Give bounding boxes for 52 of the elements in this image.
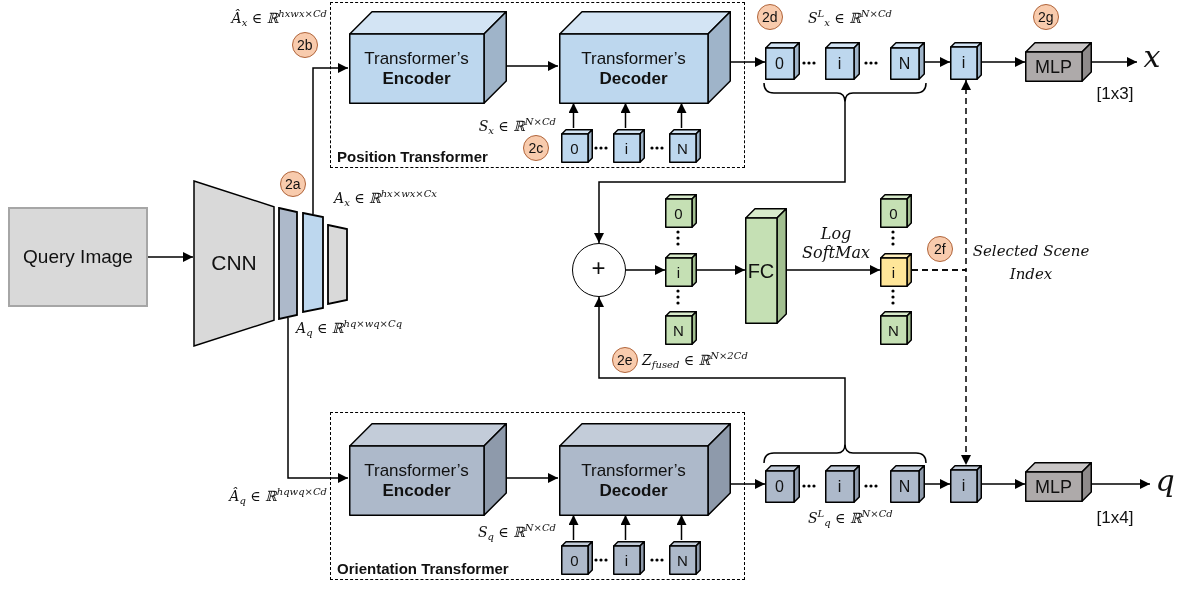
arrow xyxy=(568,102,579,129)
output-symbol: x xyxy=(1137,36,1167,78)
math-label: S$^{L}$$_{x}$ ∈ ℝ$^{N×Cd}$ xyxy=(808,8,892,30)
arrow xyxy=(696,265,746,275)
group-title: Position Transformer xyxy=(337,148,488,165)
arrow xyxy=(312,63,349,215)
arrow xyxy=(676,514,687,541)
arrow xyxy=(568,514,579,541)
arrow xyxy=(981,479,1026,489)
math-label: Z$_{fused}$ ∈ ℝ$^{N×2Cd}$ xyxy=(642,350,748,372)
feature-layer xyxy=(302,212,324,313)
math-label: A$_{x}$ ∈ ℝ$^{hx×wx×Cx}$ xyxy=(334,188,437,210)
math-label: S$_{q}$ ∈ ℝ$^{N×Cd}$ xyxy=(477,522,556,544)
step-badge: 2e xyxy=(612,347,638,373)
arrow xyxy=(620,102,631,129)
step-badge: 2f xyxy=(927,236,953,262)
step-badge: 2g xyxy=(1033,4,1059,30)
step-badge: 2d xyxy=(757,4,783,30)
math-label: S$^{L}$$_{q}$ ∈ ℝ$^{N×Cd}$ xyxy=(808,508,893,530)
arrow xyxy=(620,514,631,541)
sum-node: + xyxy=(572,243,626,297)
arrow xyxy=(924,57,951,67)
arrow xyxy=(911,269,971,466)
image-box: Query Image xyxy=(8,207,148,307)
annotation: Selected Scene Index xyxy=(972,241,1090,285)
feature-layer xyxy=(327,224,348,305)
curly-brace xyxy=(763,82,927,102)
group-frame xyxy=(330,2,745,168)
group-title: Orientation Transformer xyxy=(337,560,509,577)
curly-brace xyxy=(763,444,927,464)
arrow xyxy=(981,57,1026,67)
arrow xyxy=(924,479,951,489)
math-label: A$_{q}$ ∈ ℝ$^{hq×wq×Cq}$ xyxy=(296,318,403,340)
math-label: Â$_{q}$ ∈ ℝ$^{hqwq×Cd}$ xyxy=(229,486,327,508)
math-label: Â$_{x}$ ∈ ℝ$^{hxwx×Cd}$ xyxy=(231,8,327,30)
arrow xyxy=(594,296,846,445)
group-frame xyxy=(330,412,745,580)
step-badge: 2c xyxy=(523,135,549,161)
math-label: S$_{x}$ ∈ ℝ$^{N×Cd}$ xyxy=(478,116,556,138)
arrow xyxy=(676,102,687,129)
feature-layer xyxy=(278,207,298,320)
step-badge: 2a xyxy=(280,171,306,197)
output-symbol: q xyxy=(1150,458,1180,504)
arrow xyxy=(625,265,666,275)
arrow xyxy=(147,252,194,262)
arrow xyxy=(786,265,881,275)
cnn-block: CNN xyxy=(193,180,275,347)
arrow xyxy=(594,101,846,244)
arrow xyxy=(1091,479,1151,489)
arrow xyxy=(1091,57,1138,67)
step-badge: 2b xyxy=(292,32,318,58)
arrow xyxy=(287,317,349,483)
